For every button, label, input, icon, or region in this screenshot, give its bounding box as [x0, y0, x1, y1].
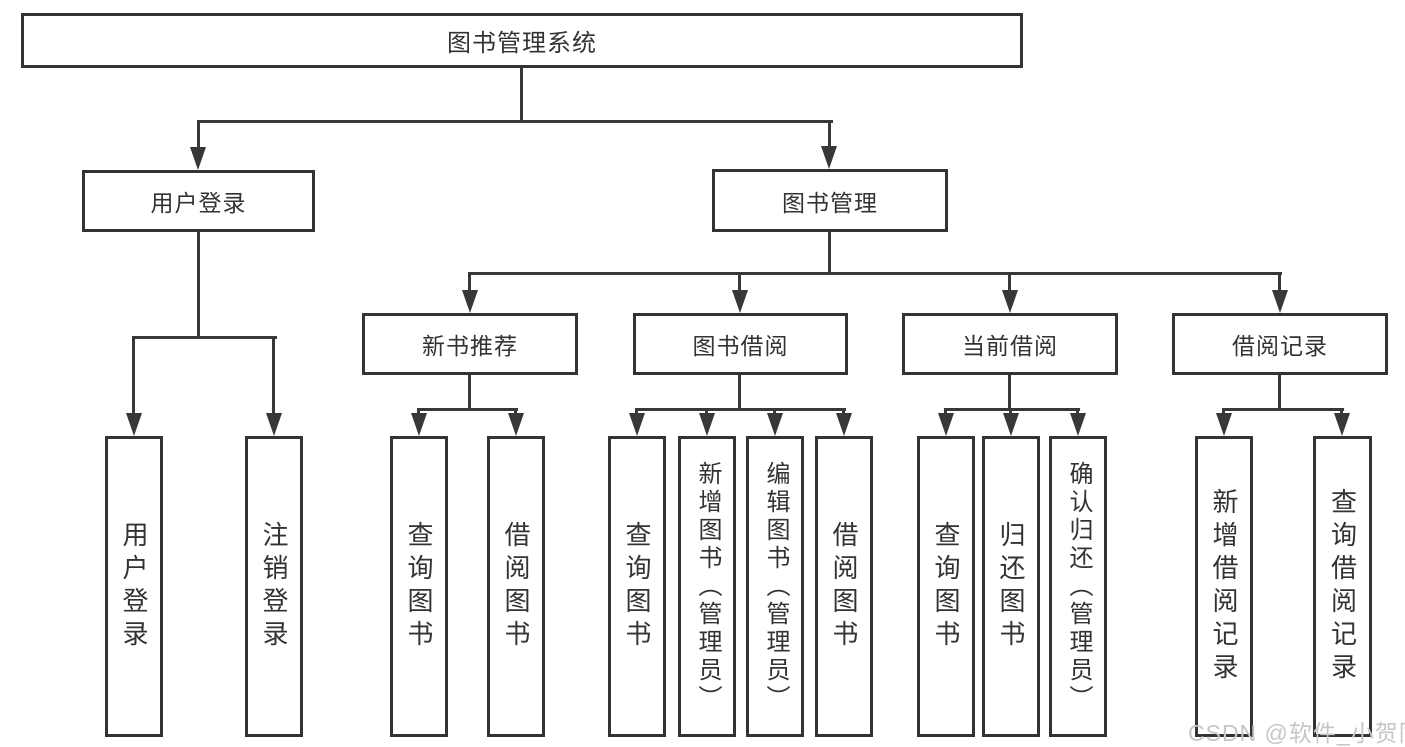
- csdn-watermark: CSDN @软件_小贺同学: [1188, 720, 1405, 746]
- leaf-borrow-query-label: 查询图书: [622, 520, 652, 653]
- connector-new-book-drop: [468, 375, 471, 411]
- connector-to-leaf: [272, 336, 275, 416]
- node-new-book-recommend-label: 新书推荐: [422, 333, 518, 359]
- connector-to-leaf: [514, 408, 517, 416]
- connector-borrow-records-drop: [1278, 375, 1281, 411]
- arrow-head: [938, 413, 954, 436]
- connector-to-leaf: [842, 408, 845, 416]
- leaf-newbook-borrow: 借阅图书: [487, 436, 545, 737]
- connector-current-borrow-drop: [1008, 375, 1011, 411]
- node-user-login-label: 用户登录: [150, 190, 247, 216]
- connector-level3-rail: [468, 272, 1282, 275]
- arrow-head: [1002, 290, 1018, 313]
- arrow-head: [126, 413, 142, 436]
- leaf-newbook-query: 查询图书: [390, 436, 448, 737]
- connector-to-leaf: [417, 408, 420, 416]
- connector-to-book-borrow: [738, 272, 741, 294]
- connector-to-leaf: [773, 408, 776, 416]
- leaf-current-confirm-admin: 确认归还（管理员）: [1049, 436, 1107, 737]
- connector-book-borrow-rail: [635, 408, 846, 411]
- connector-to-leaf: [635, 408, 638, 416]
- connector-root-drop: [520, 68, 523, 123]
- connector-current-borrow-rail: [944, 408, 1080, 411]
- connector-to-leaf: [1076, 408, 1079, 416]
- leaf-current-return: 归还图书: [982, 436, 1040, 737]
- node-book-management: 图书管理: [712, 169, 948, 232]
- arrow-head: [767, 413, 783, 436]
- node-current-borrow: 当前借阅: [902, 313, 1118, 375]
- leaf-user-login: 用户登录: [105, 436, 163, 737]
- node-borrow-records-label: 借阅记录: [1232, 333, 1328, 359]
- arrow-head: [1003, 413, 1019, 436]
- leaf-logout: 注销登录: [245, 436, 303, 737]
- leaf-borrow-edit-admin-label: 编辑图书（管理员）: [762, 460, 789, 713]
- arrow-head: [1216, 413, 1232, 436]
- leaf-current-confirm-admin-label: 确认归还（管理员）: [1065, 460, 1092, 713]
- leaf-record-query: 查询借阅记录: [1313, 436, 1372, 737]
- arrow-head: [699, 413, 715, 436]
- leaf-current-query-label: 查询图书: [931, 520, 961, 653]
- arrow-head: [266, 413, 282, 436]
- leaf-newbook-borrow-label: 借阅图书: [501, 520, 531, 653]
- connector-to-book-management: [828, 120, 831, 150]
- connector-to-leaf: [1222, 408, 1225, 416]
- connector-level1-rail: [197, 120, 833, 123]
- leaf-newbook-query-label: 查询图书: [404, 520, 434, 653]
- leaf-borrow-edit-admin: 编辑图书（管理员）: [746, 436, 804, 737]
- leaf-borrow-add-admin: 新增图书（管理员）: [678, 436, 736, 737]
- connector-to-current-borrow: [1008, 272, 1011, 294]
- connector-new-book-rail: [417, 408, 518, 411]
- arrow-head: [508, 413, 524, 436]
- arrow-head: [836, 413, 852, 436]
- leaf-record-add: 新增借阅记录: [1195, 436, 1253, 737]
- connector-to-new-book: [468, 272, 471, 294]
- arrow-head: [821, 146, 837, 169]
- arrow-head: [629, 413, 645, 436]
- leaf-borrow-book-label: 借阅图书: [829, 520, 859, 653]
- connector-to-leaf: [1009, 408, 1012, 416]
- node-new-book-recommend: 新书推荐: [362, 313, 578, 375]
- connector-to-leaf: [944, 408, 947, 416]
- leaf-current-query: 查询图书: [917, 436, 975, 737]
- arrow-head: [1070, 413, 1086, 436]
- node-book-management-label: 图书管理: [782, 189, 878, 216]
- connector-book-borrow-drop: [738, 375, 741, 411]
- arrow-head: [732, 290, 748, 313]
- node-root: 图书管理系统: [21, 13, 1023, 68]
- node-book-borrow-label: 图书借阅: [692, 333, 789, 359]
- node-current-borrow-label: 当前借阅: [962, 333, 1058, 359]
- leaf-borrow-query: 查询图书: [608, 436, 666, 737]
- node-root-label: 图书管理系统: [447, 30, 597, 57]
- connector-to-leaf: [1340, 408, 1343, 416]
- leaf-record-add-label: 新增借阅记录: [1209, 487, 1239, 686]
- connector-book-management-drop: [828, 232, 831, 275]
- connector-borrow-records-rail: [1222, 408, 1344, 411]
- leaf-borrow-add-admin-label: 新增图书（管理员）: [694, 460, 721, 713]
- connector-user-login-drop: [197, 232, 200, 339]
- leaf-record-query-label: 查询借阅记录: [1327, 487, 1358, 686]
- arrow-head: [411, 413, 427, 436]
- connector-user-login-rail: [132, 336, 277, 339]
- leaf-logout-label: 注销登录: [259, 520, 289, 653]
- leaf-current-return-label: 归还图书: [996, 520, 1026, 653]
- connector-to-user-login: [197, 120, 200, 150]
- connector-to-leaf: [132, 336, 135, 416]
- connector-to-leaf: [705, 408, 708, 416]
- arrow-head: [1334, 413, 1350, 436]
- arrow-head: [190, 147, 206, 170]
- arrow-head: [462, 290, 478, 313]
- node-user-login: 用户登录: [82, 170, 315, 232]
- node-book-borrow: 图书借阅: [633, 313, 848, 375]
- node-borrow-records: 借阅记录: [1172, 313, 1388, 375]
- arrow-head: [1272, 290, 1288, 313]
- connector-to-borrow-records: [1278, 272, 1281, 294]
- leaf-user-login-label: 用户登录: [119, 520, 149, 653]
- leaf-borrow-book: 借阅图书: [815, 436, 873, 737]
